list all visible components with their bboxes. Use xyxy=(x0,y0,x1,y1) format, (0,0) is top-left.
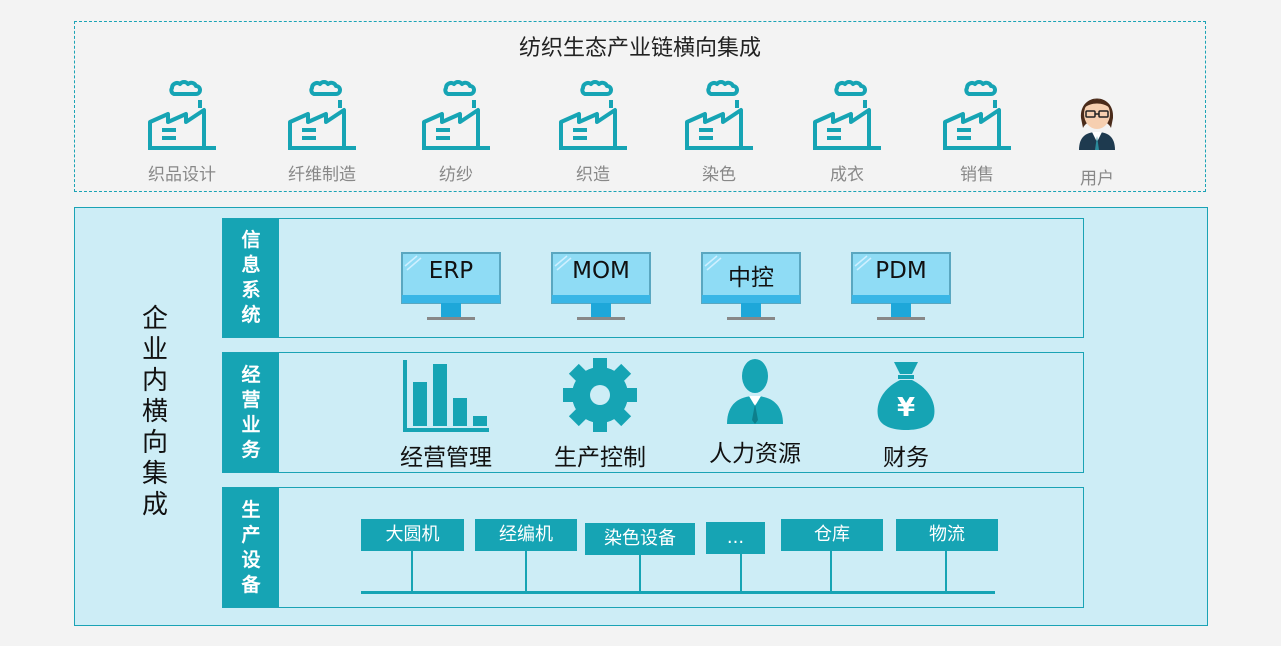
chain-item-garment: 成衣 xyxy=(787,78,907,185)
enterprise-integration-title: 企业内横向集成 xyxy=(141,304,168,520)
user-avatar-icon xyxy=(1079,98,1115,150)
system-label: MOM xyxy=(572,258,630,284)
equipment-bus-line xyxy=(361,591,995,594)
biz-human-resources: 人力资源 xyxy=(695,358,815,468)
info-systems-row: 信息系统 ERP MOM xyxy=(222,218,1084,338)
factory-icon xyxy=(943,80,1011,150)
connector-line xyxy=(639,555,641,593)
biz-label: 生产控制 xyxy=(554,445,646,471)
connector-line xyxy=(945,551,947,593)
factory-icon xyxy=(559,80,627,150)
device-circular-knitting: 大圆机 xyxy=(361,519,464,551)
connector-line xyxy=(830,551,832,593)
biz-label: 经营管理 xyxy=(400,445,492,471)
device-warp-knitting: 经编机 xyxy=(475,519,577,551)
factory-icon xyxy=(685,80,753,150)
chain-item-user: 用户 xyxy=(1037,78,1157,189)
chain-item-label: 染色 xyxy=(702,165,736,185)
factory-icon xyxy=(148,80,216,150)
chain-item-spinning: 纺纱 xyxy=(396,78,516,185)
chain-item-design: 织品设计 xyxy=(122,78,242,185)
connector-line xyxy=(411,551,413,593)
monitor-icon xyxy=(401,252,501,320)
row-header: 信息系统 xyxy=(223,219,279,337)
system-mom: MOM xyxy=(551,252,651,322)
monitor-icon xyxy=(701,252,801,320)
enterprise-integration-frame: 企业内横向集成 信息系统 ERP MOM xyxy=(74,207,1208,626)
biz-label: 人力资源 xyxy=(709,441,801,467)
device-ellipsis: ... xyxy=(706,522,765,554)
device-warehouse: 仓库 xyxy=(781,519,883,551)
system-central-control: 中控 xyxy=(701,252,801,322)
business-ops-row: 经营业务 经营管理 xyxy=(222,352,1084,473)
device-logistics: 物流 xyxy=(896,519,998,551)
chain-item-label: 用户 xyxy=(1080,169,1114,189)
chain-item-sales: 销售 xyxy=(917,78,1037,185)
svg-text:¥: ¥ xyxy=(897,393,915,423)
chain-item-fiber: 纤维制造 xyxy=(262,78,382,185)
factory-icon xyxy=(422,80,490,150)
connector-line xyxy=(525,551,527,593)
monitor-icon xyxy=(551,252,651,320)
bar-chart-icon xyxy=(403,360,489,432)
biz-finance: ¥ 财务 xyxy=(846,358,966,472)
row-header: 生产设备 xyxy=(223,488,279,607)
person-icon xyxy=(727,359,783,424)
system-label: 中控 xyxy=(728,265,774,291)
factory-icon xyxy=(288,80,356,150)
chain-item-label: 成衣 xyxy=(830,165,864,185)
equipment-row: 生产设备 大圆机 经编机 染色设备 ... 仓库 物流 xyxy=(222,487,1084,608)
industry-chain-frame: 纺织生态产业链横向集成 织品设计 纤维制造 xyxy=(74,21,1206,192)
gear-icon xyxy=(563,358,637,432)
biz-label: 财务 xyxy=(883,445,929,471)
chain-item-label: 织造 xyxy=(576,165,610,185)
system-pdm: PDM xyxy=(851,252,951,322)
chain-item-label: 纺纱 xyxy=(439,165,473,185)
chain-item-label: 织品设计 xyxy=(148,165,216,185)
chain-item-label: 纤维制造 xyxy=(288,165,356,185)
money-bag-icon: ¥ xyxy=(877,362,935,430)
biz-management: 经营管理 xyxy=(386,358,506,472)
system-label: ERP xyxy=(428,258,474,284)
monitor-icon xyxy=(851,252,951,320)
factory-icon xyxy=(813,80,881,150)
chain-item-label: 销售 xyxy=(960,165,994,185)
biz-production-control: 生产控制 xyxy=(540,358,660,472)
system-erp: ERP xyxy=(401,252,501,322)
row-header: 经营业务 xyxy=(223,353,279,472)
chain-item-dyeing: 染色 xyxy=(659,78,779,185)
chain-item-weaving: 织造 xyxy=(533,78,653,185)
system-label: PDM xyxy=(875,258,927,284)
connector-line xyxy=(740,554,742,593)
industry-chain-title: 纺织生态产业链横向集成 xyxy=(518,36,761,61)
device-dyeing-equipment: 染色设备 xyxy=(585,523,695,555)
